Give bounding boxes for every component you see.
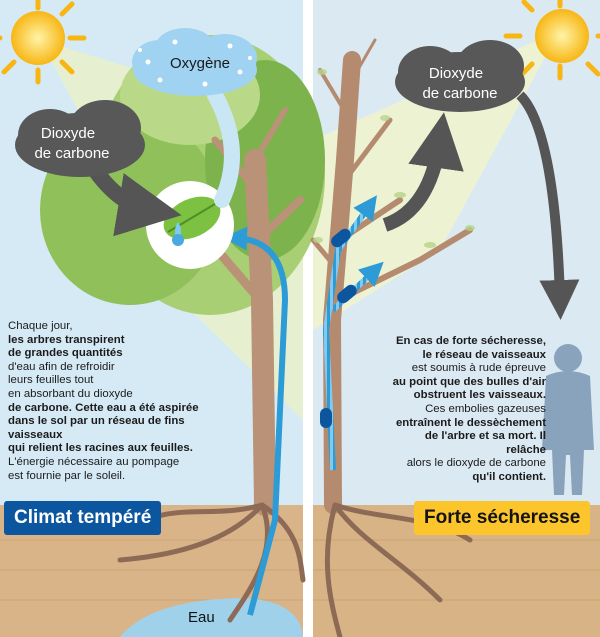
- dry-leaves-right: [313, 69, 475, 248]
- co2-arrow-down: [516, 91, 580, 320]
- soil-texture: [0, 539, 600, 601]
- explanation-left: Chaque jour, les arbres transpirent de g…: [8, 320, 199, 482]
- sun-left: [0, 0, 87, 85]
- oxygen-cloud-label: Oxygène: [170, 55, 230, 72]
- badge-temperate-climate: Climat tempéré: [4, 501, 162, 535]
- co2-cloud-left-line2: de carbone: [34, 145, 109, 162]
- groundwater-pool: [120, 598, 303, 637]
- person-silhouette: [542, 344, 594, 495]
- co2-arrow-left: [88, 165, 182, 237]
- water-label: Eau: [188, 609, 215, 626]
- explanation-right: En cas de forte sécheresse, le réseau de…: [392, 335, 546, 483]
- oxygen-arrow: [207, 87, 240, 208]
- badge-severe-drought: Forte sécheresse: [414, 501, 591, 535]
- co2-cloud-left-line1: Dioxyde: [41, 125, 95, 142]
- vessel-right: [322, 195, 377, 471]
- water-flow-left: [223, 226, 289, 616]
- co2-cloud-right: [395, 40, 525, 112]
- sun-right: [503, 0, 600, 81]
- co2-cloud-right-line1: Dioxyde: [429, 65, 483, 82]
- co2-cloud-left: [15, 100, 145, 177]
- oxygen-cloud: [132, 28, 257, 96]
- air-bubbles: [320, 228, 357, 428]
- co2-cloud-right-line2: de carbone: [422, 85, 497, 102]
- co2-arrow-out: [382, 112, 464, 232]
- panel-divider: [303, 0, 313, 637]
